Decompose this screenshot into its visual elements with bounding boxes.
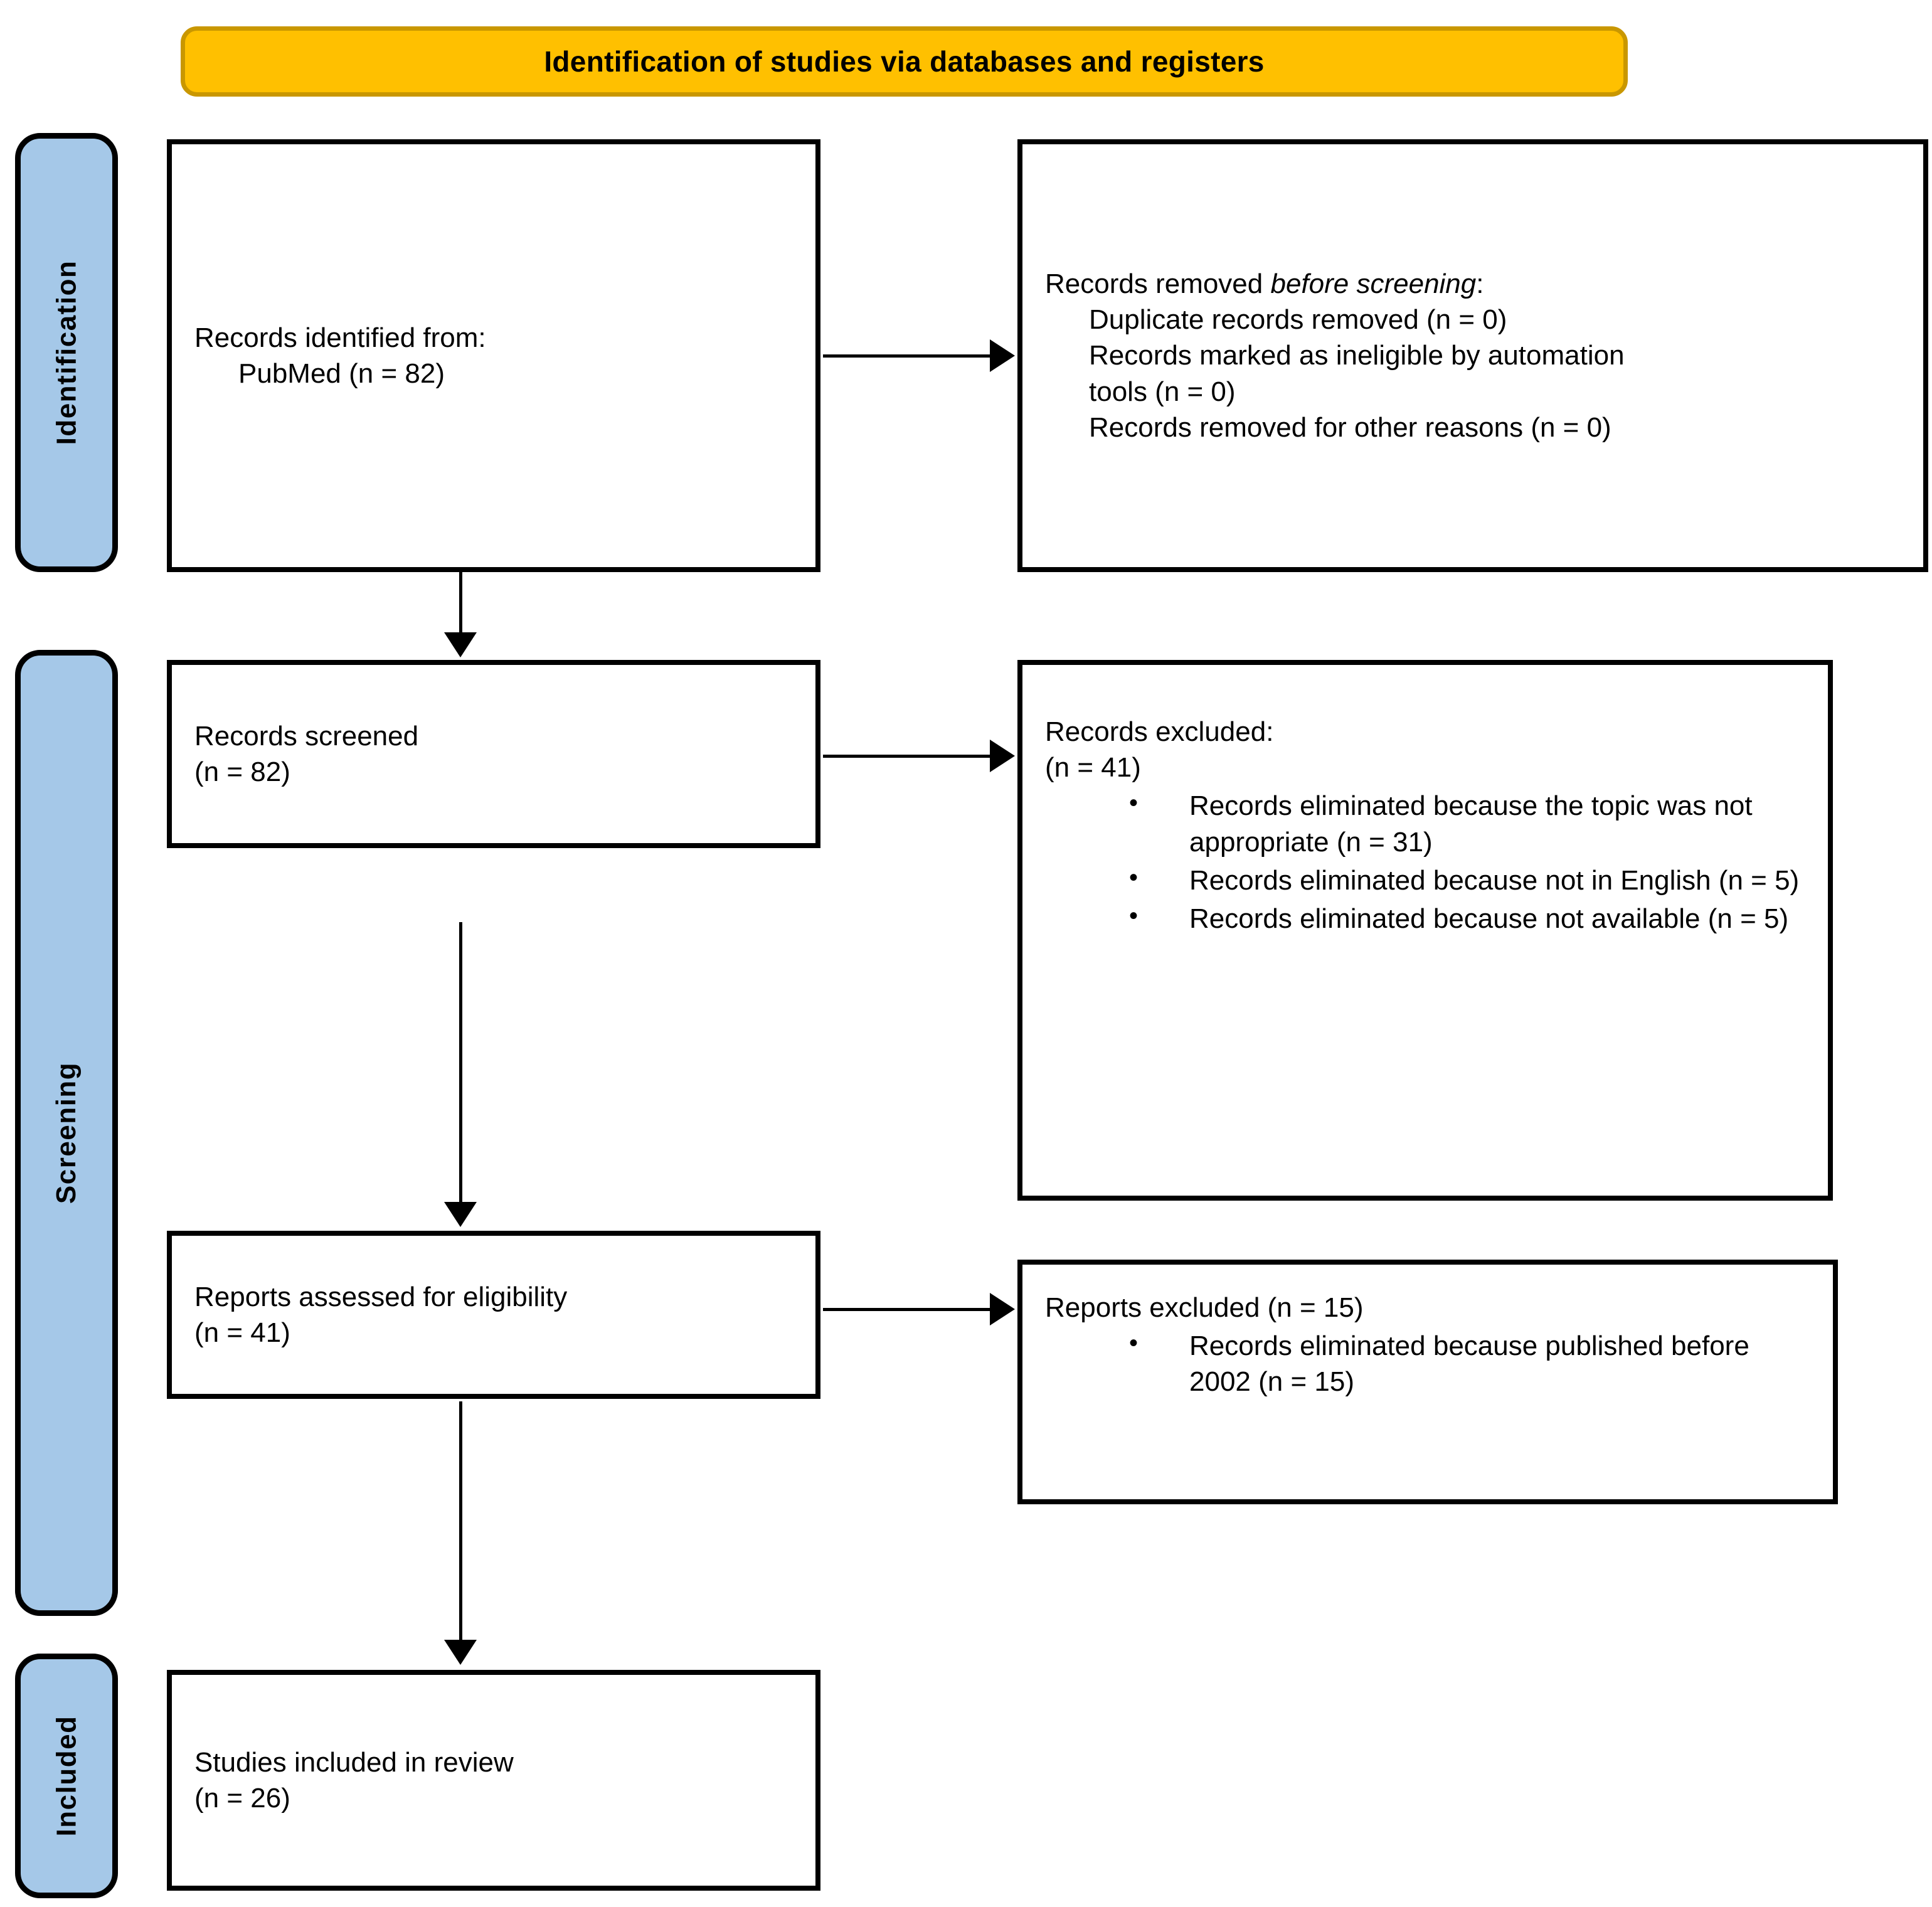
header-banner-title: Identification of studies via databases … bbox=[544, 45, 1265, 78]
arrow-assessed-to-included bbox=[443, 1401, 478, 1665]
records-excluded-line-2: (n = 41) bbox=[1045, 752, 1141, 784]
box-records-identified: Records identified from: PubMed (n = 82) bbox=[167, 139, 820, 572]
stage-label-screening: Screening bbox=[51, 1061, 82, 1204]
box-records-removed: Records removed before screening: Duplic… bbox=[1017, 139, 1928, 572]
arrow-identified-to-removed bbox=[823, 339, 1015, 373]
header-banner: Identification of studies via databases … bbox=[181, 26, 1628, 97]
list-item: Records eliminated because not available… bbox=[1119, 900, 1805, 937]
records-removed-italic: before screening bbox=[1270, 268, 1477, 300]
records-removed-suffix: : bbox=[1476, 268, 1484, 300]
records-screened-line-2: (n = 82) bbox=[194, 757, 290, 787]
box-records-screened: Records screened (n = 82) bbox=[167, 660, 820, 848]
reports-excluded-bullet-list: Records eliminated because published bef… bbox=[1045, 1327, 1810, 1400]
studies-included-line-2: (n = 26) bbox=[194, 1783, 290, 1814]
arrow-identified-to-screened bbox=[443, 572, 478, 657]
studies-included-line-1: Studies included in review bbox=[194, 1746, 514, 1778]
list-item: Records eliminated because not in Englis… bbox=[1119, 861, 1805, 898]
records-excluded-bullet-list: Records eliminated because the topic was… bbox=[1045, 787, 1805, 937]
records-removed-line-1: Records removed before screening: bbox=[1045, 266, 1901, 302]
arrow-screened-to-excluded bbox=[823, 739, 1015, 773]
records-screened-line-1: Records screened bbox=[194, 720, 419, 752]
arrow-screened-to-assessed bbox=[443, 922, 478, 1227]
box-reports-excluded: Reports excluded (n = 15) Records elimin… bbox=[1017, 1260, 1838, 1504]
records-identified-line-2: PubMed (n = 82) bbox=[238, 358, 445, 389]
reports-excluded-line-1: Reports excluded (n = 15) bbox=[1045, 1292, 1364, 1323]
box-reports-assessed: Reports assessed for eligibility (n = 41… bbox=[167, 1231, 820, 1399]
stage-pill-screening: Screening bbox=[15, 650, 118, 1616]
stage-label-included: Included bbox=[51, 1715, 82, 1837]
reports-assessed-line-2: (n = 41) bbox=[194, 1317, 290, 1348]
list-item: Records eliminated because published bef… bbox=[1119, 1327, 1810, 1400]
reports-assessed-line-1: Reports assessed for eligibility bbox=[194, 1281, 568, 1312]
records-excluded-line-1: Records excluded: bbox=[1045, 716, 1274, 747]
records-removed-line-2: Duplicate records removed (n = 0) bbox=[1089, 304, 1507, 336]
records-removed-line-3: Records marked as ineligible by automati… bbox=[1089, 340, 1625, 371]
records-removed-prefix: Records removed bbox=[1045, 268, 1271, 300]
stage-label-identification: Identification bbox=[51, 260, 82, 445]
list-item: Records eliminated because the topic was… bbox=[1119, 787, 1805, 859]
arrow-assessed-to-reports-excluded bbox=[823, 1292, 1015, 1326]
records-removed-line-5: Records removed for other reasons (n = 0… bbox=[1089, 412, 1611, 443]
stage-pill-included: Included bbox=[15, 1654, 118, 1898]
box-studies-included: Studies included in review (n = 26) bbox=[167, 1670, 820, 1891]
records-identified-line-1: Records identified from: bbox=[194, 322, 486, 353]
box-records-excluded: Records excluded: (n = 41) Records elimi… bbox=[1017, 660, 1833, 1201]
records-removed-line-4: tools (n = 0) bbox=[1089, 376, 1236, 407]
stage-pill-identification: Identification bbox=[15, 133, 118, 572]
